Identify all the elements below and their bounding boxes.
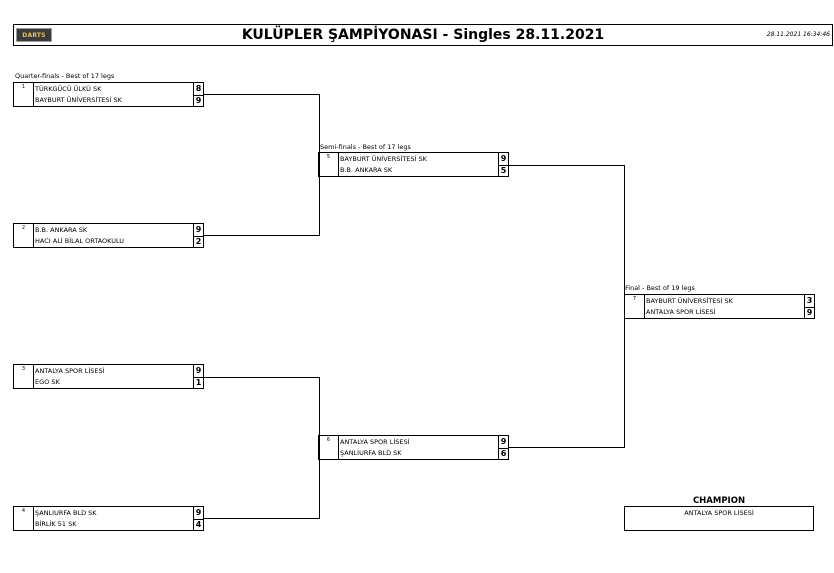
semi-finals-label: Semi-finals - Best of 17 legs (320, 143, 411, 151)
report-header: DARTS KULÜPLER ŞAMPİYONASI - Singles 28.… (13, 24, 833, 46)
player-name: BİRLİK 51 SK (35, 520, 77, 528)
score: 9 (194, 365, 203, 378)
bracket-connector (204, 235, 320, 236)
player-name: ŞANLIURFA BLD SK (35, 509, 97, 517)
logo-text: DARTS (22, 31, 46, 39)
match-box[interactable]: 6 ANTALYA SPOR LİSESİ ŞANLIURFA BLD SK 9… (318, 435, 509, 460)
match-number: 5 (319, 153, 339, 176)
score: 8 (194, 83, 203, 96)
match-box[interactable]: 4 ŞANLIURFA BLD SK BİRLİK 51 SK 9 4 (13, 506, 204, 531)
player-name: BAYBURT ÜNİVERSİTESİ SK (646, 297, 733, 305)
score: 1 (195, 378, 202, 387)
score-column: 9 6 (498, 436, 508, 459)
match-box[interactable]: 2 B.B. ANKARA SK HACI ALİ BİLAL ORTAOKUL… (13, 223, 204, 248)
match-number: 6 (319, 436, 339, 459)
bracket-connector (204, 94, 320, 95)
final-label: Final - Best of 19 legs (625, 284, 695, 292)
match-box[interactable]: 7 BAYBURT ÜNİVERSİTESİ SK ANTALYA SPOR L… (624, 294, 815, 319)
score: 6 (500, 449, 507, 458)
score: 4 (195, 520, 202, 529)
champion-title: CHAMPION (692, 496, 746, 506)
player-name: HACI ALİ BİLAL ORTAOKULU (35, 237, 125, 245)
score-column: 8 9 (193, 83, 203, 106)
score: 2 (195, 237, 202, 246)
score-column: 9 1 (193, 365, 203, 388)
score: 9 (194, 224, 203, 237)
match-box[interactable]: 1 TÜRKGÜCÜ ÜLKÜ SK BAYBURT ÜNİVERSİTESİ … (13, 82, 204, 107)
bracket-connector (204, 377, 320, 378)
player-name: ANTALYA SPOR LİSESİ (35, 367, 105, 375)
match-number: 3 (14, 365, 34, 388)
champion-box: ANTALYA SPOR LİSESİ (624, 506, 814, 531)
player-name: EGO SK (35, 378, 60, 386)
score-column: 9 4 (193, 507, 203, 530)
player-name: ŞANLIURFA BLD SK (340, 449, 402, 457)
score: 9 (806, 308, 813, 317)
score: 9 (195, 96, 202, 105)
bracket-connector (624, 165, 625, 448)
player-name: ANTALYA SPOR LİSESİ (646, 308, 716, 316)
bracket-connector (319, 94, 320, 236)
score: 9 (499, 153, 508, 166)
match-box[interactable]: 5 BAYBURT ÜNİVERSİTESİ SK B.B. ANKARA SK… (318, 152, 509, 177)
player-name: BAYBURT ÜNİVERSİTESİ SK (35, 96, 122, 104)
score: 9 (194, 507, 203, 520)
player-name: B.B. ANKARA SK (340, 166, 393, 174)
bracket-connector (509, 447, 625, 448)
match-number: 4 (14, 507, 34, 530)
score: 5 (500, 166, 507, 175)
darts-logo-icon: DARTS (16, 28, 52, 42)
page-title: KULÜPLER ŞAMPİYONASI - Singles 28.11.202… (241, 27, 605, 43)
player-name: ANTALYA SPOR LİSESİ (340, 438, 410, 446)
match-number: 1 (14, 83, 34, 106)
bracket-connector (319, 377, 320, 519)
player-name: BAYBURT ÜNİVERSİTESİ SK (340, 155, 427, 163)
bracket-connector (204, 518, 320, 519)
score: 9 (499, 436, 508, 449)
match-number: 2 (14, 224, 34, 247)
score-column: 9 5 (498, 153, 508, 176)
match-number: 7 (625, 295, 645, 318)
player-name: TÜRKGÜCÜ ÜLKÜ SK (35, 85, 102, 93)
score-column: 3 9 (804, 295, 814, 318)
bracket-connector (509, 165, 625, 166)
quarter-finals-label: Quarter-finals - Best of 17 legs (15, 72, 115, 80)
score-column: 9 2 (193, 224, 203, 247)
champion-name: ANTALYA SPOR LİSESİ (684, 509, 754, 517)
timestamp: 28.11.2021 16:34:46 (766, 31, 830, 38)
match-box[interactable]: 3 ANTALYA SPOR LİSESİ EGO SK 9 1 (13, 364, 204, 389)
player-name: B.B. ANKARA SK (35, 226, 88, 234)
score: 3 (805, 295, 814, 308)
